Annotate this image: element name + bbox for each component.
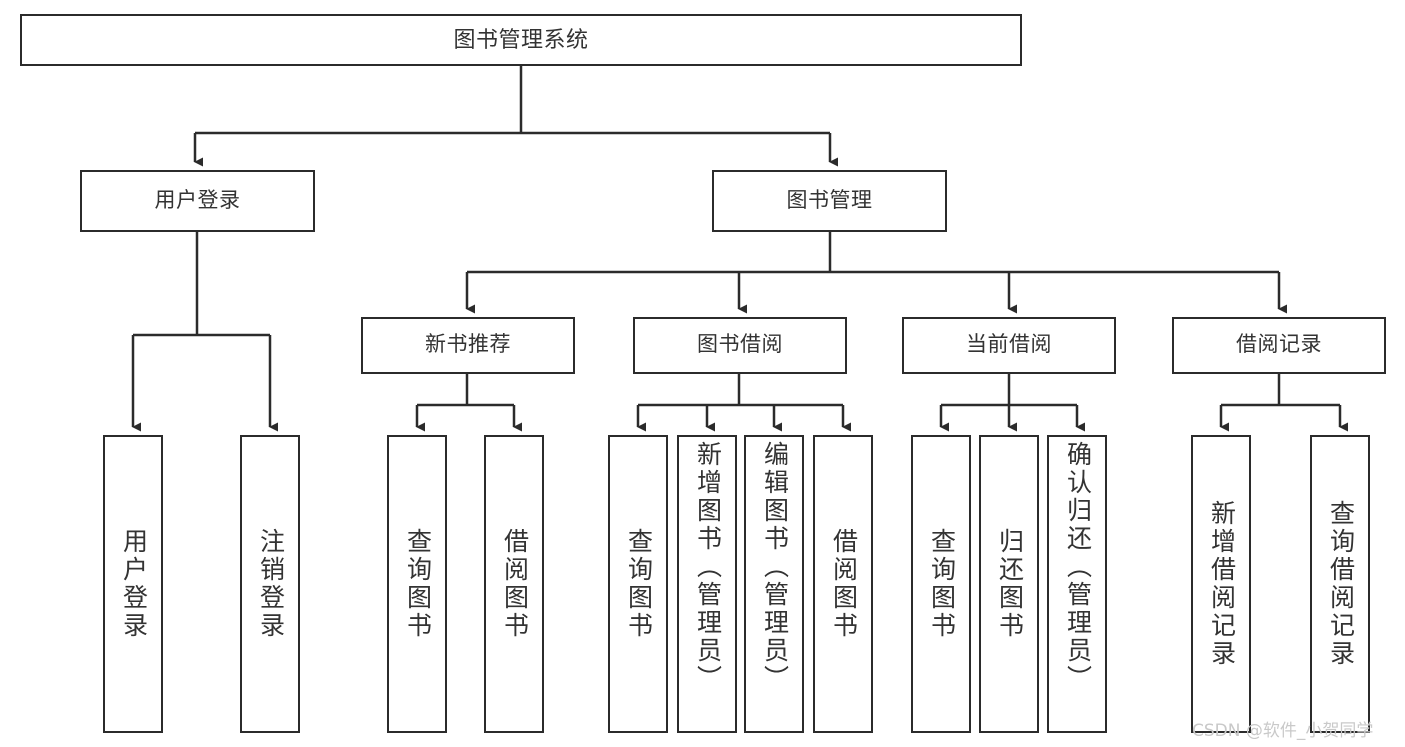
leaf-return-book-label: 归还图书 xyxy=(995,528,1024,640)
leaf-return-book[interactable]: 归还图书 xyxy=(979,435,1039,733)
leaf-borrow-book-2-label: 借阅图书 xyxy=(829,528,858,640)
node-book-manage[interactable]: 图书管理 xyxy=(712,170,947,232)
leaf-query-book-1-label: 查询图书 xyxy=(403,528,432,640)
leaf-query-book-3[interactable]: 查询图书 xyxy=(911,435,971,733)
node-book-manage-label: 图书管理 xyxy=(786,188,873,212)
leaf-confirm-return[interactable]: 确认归还（管理员） xyxy=(1047,435,1107,733)
node-root[interactable]: 图书管理系统 xyxy=(20,14,1022,66)
node-borrow-record-label: 借阅记录 xyxy=(1236,333,1322,357)
leaf-add-book-label: 新增图书（管理员） xyxy=(693,441,722,693)
node-new-book-rec-label: 新书推荐 xyxy=(425,333,511,357)
node-current-borrow-label: 当前借阅 xyxy=(966,333,1052,357)
leaf-query-record-label: 查询借阅记录 xyxy=(1326,500,1355,668)
leaf-add-record-label: 新增借阅记录 xyxy=(1207,500,1236,668)
node-book-borrow[interactable]: 图书借阅 xyxy=(633,317,847,374)
leaf-edit-book[interactable]: 编辑图书（管理员） xyxy=(744,435,804,733)
leaf-add-book[interactable]: 新增图书（管理员） xyxy=(677,435,737,733)
csdn-watermark: CSDN @软件_小贺同学 xyxy=(1192,721,1374,741)
leaf-borrow-book-1-label: 借阅图书 xyxy=(500,528,529,640)
leaf-query-book-1[interactable]: 查询图书 xyxy=(387,435,447,733)
node-user-login-label: 用户登录 xyxy=(154,188,241,212)
node-user-login[interactable]: 用户登录 xyxy=(80,170,315,232)
leaf-logout[interactable]: 注销登录 xyxy=(240,435,300,733)
leaf-user-login[interactable]: 用户登录 xyxy=(103,435,163,733)
leaf-borrow-book-2[interactable]: 借阅图书 xyxy=(813,435,873,733)
leaf-query-record[interactable]: 查询借阅记录 xyxy=(1310,435,1370,733)
leaf-query-book-3-label: 查询图书 xyxy=(927,528,956,640)
leaf-user-login-label: 用户登录 xyxy=(119,528,148,640)
leaf-query-book-2-label: 查询图书 xyxy=(624,528,653,640)
node-new-book-rec[interactable]: 新书推荐 xyxy=(361,317,575,374)
node-book-borrow-label: 图书借阅 xyxy=(697,333,783,357)
leaf-logout-label: 注销登录 xyxy=(256,528,285,640)
node-current-borrow[interactable]: 当前借阅 xyxy=(902,317,1116,374)
leaf-query-book-2[interactable]: 查询图书 xyxy=(608,435,668,733)
leaf-borrow-book-1[interactable]: 借阅图书 xyxy=(484,435,544,733)
node-borrow-record[interactable]: 借阅记录 xyxy=(1172,317,1386,374)
leaf-edit-book-label: 编辑图书（管理员） xyxy=(760,441,789,693)
node-root-label: 图书管理系统 xyxy=(453,27,589,53)
leaf-confirm-return-label: 确认归还（管理员） xyxy=(1063,441,1092,693)
leaf-add-record[interactable]: 新增借阅记录 xyxy=(1191,435,1251,733)
